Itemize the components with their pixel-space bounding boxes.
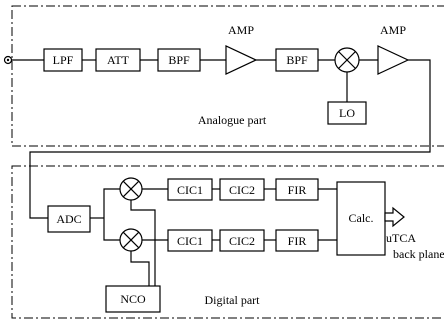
bpf-label-1: BPF [168,53,190,67]
nco-label: NCO [120,292,146,306]
input-connector-dot [6,58,10,62]
digital-mixer-top-icon [119,177,143,201]
lo-block [327,101,367,125]
amp-label-2: AMP [380,23,406,37]
lpf-label: LPF [53,53,74,67]
cic1-bottom-label: CIC1 [177,234,203,248]
wire-split-bottom-mixer [103,218,120,241]
lo-label: LO [339,106,355,120]
cic2-bottom-label: CIC2 [229,234,255,248]
cic1-top-label: CIC1 [177,183,203,197]
output-label-line2: back plane [393,247,444,261]
wire-analogue-to-adc [29,59,431,219]
analogue-part-boundary [11,5,444,147]
nco-block [105,285,161,313]
amp-triangle-2 [377,45,410,75]
analogue-part-label: Analogue part [198,113,267,127]
calc-label: Calc. [349,211,374,225]
cic2-top-label: CIC2 [229,183,255,197]
fir-top-label: FIR [288,183,307,197]
fir-bottom-label: FIR [288,234,307,248]
calc-block [336,181,386,256]
digital-part-boundary [11,165,444,319]
digital-mixer-bottom-icon [119,228,143,252]
bpf-label-2: BPF [286,53,308,67]
att-label: ATT [107,53,130,67]
amp-label-1: AMP [228,23,254,37]
analogue-mixer-icon [334,47,360,73]
output-label-line1: uTCA [386,231,416,245]
wire-nco-top-mixer [130,200,156,286]
output-arrow-icon [384,206,405,228]
amp-triangle-1 [225,45,258,75]
adc-label: ADC [56,212,81,226]
adc-block [47,205,91,233]
digital-part-label: Digital part [205,293,261,307]
wire-split-top-mixer [103,188,120,218]
wire-nco-bottom-mixer [130,251,150,286]
